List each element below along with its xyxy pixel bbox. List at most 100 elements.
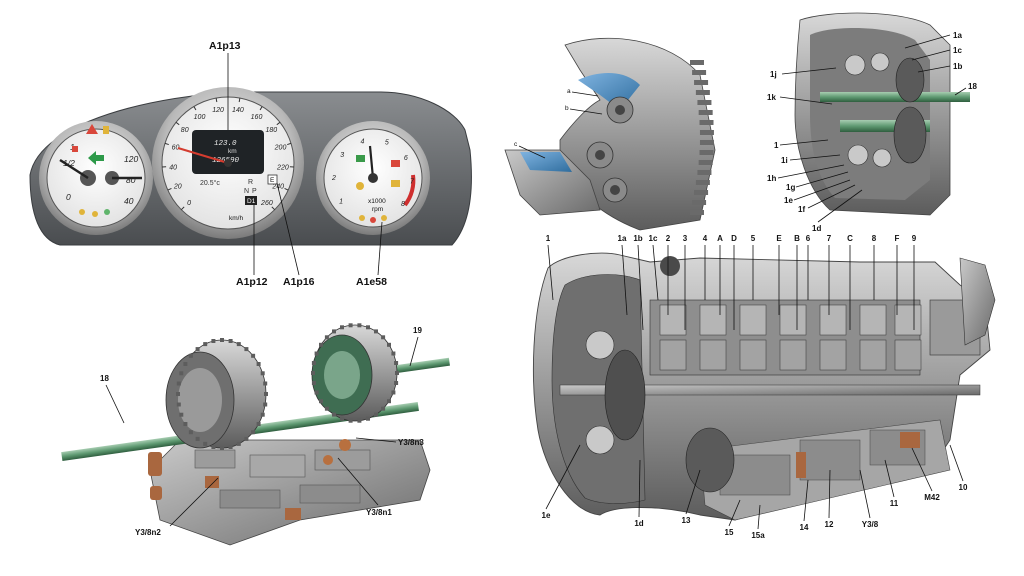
label-a1e58: A1e58 xyxy=(356,276,387,288)
gear-tooth xyxy=(374,329,378,334)
label-1b-top: 1b xyxy=(953,62,962,71)
main-shaft xyxy=(559,384,981,396)
gear-tooth xyxy=(357,323,362,328)
lcd-trip-unit: km xyxy=(228,148,237,155)
speedo-tick-mark xyxy=(193,106,197,111)
gear-tooth xyxy=(381,335,386,340)
planetary-gear-detail: a b c xyxy=(504,37,716,231)
gear-tooth xyxy=(311,361,316,365)
tacho-multiplier: x1000 xyxy=(368,198,386,205)
gear-tooth xyxy=(366,325,370,330)
bottom-callout-leader xyxy=(828,469,831,519)
left-gauge-tick: 0 xyxy=(66,192,71,202)
gear-tooth xyxy=(391,351,396,356)
gear-tooth xyxy=(381,406,386,411)
tacho-unit: rpm xyxy=(372,206,383,213)
ring-tooth xyxy=(698,110,713,115)
bottom-indicator-icons xyxy=(359,215,387,223)
ring-tooth xyxy=(694,190,709,195)
ring-tooth xyxy=(692,70,707,75)
gear-tooth xyxy=(340,325,344,330)
gear-tooth xyxy=(203,441,208,446)
gear-tooth xyxy=(183,422,188,426)
label-a1p13: A1p13 xyxy=(209,40,241,52)
top-callout-label: C xyxy=(847,234,853,243)
gear-p: P xyxy=(252,188,257,195)
left-gauge-tick: 40 xyxy=(124,196,134,206)
speedo-tick-mark xyxy=(175,121,180,126)
speedo-tick-label: 220 xyxy=(276,164,289,171)
gear-tooth xyxy=(179,412,184,417)
top-callout-label: 1a xyxy=(618,234,627,243)
shaft-valve-assembly: 18 19 Y3/8n3 Y3/8n1 Y3/8n2 xyxy=(61,323,450,546)
gear-tooth xyxy=(311,381,316,385)
clutch-drum-left xyxy=(165,338,268,450)
top-callout-leader xyxy=(637,244,644,331)
engine-warning-icon xyxy=(356,155,365,162)
gear-tooth xyxy=(348,418,353,423)
valve-body-lower xyxy=(699,419,951,521)
gear-tooth xyxy=(179,371,184,376)
speedo-tick-label: 80 xyxy=(181,127,189,134)
speedo-tick-label: 200 xyxy=(274,145,287,152)
ring-tooth xyxy=(697,170,712,175)
label-19: 19 xyxy=(413,326,422,335)
speedo-tick-mark xyxy=(215,97,218,103)
gear-tooth xyxy=(324,335,329,340)
label-a1p16: A1p16 xyxy=(283,276,315,288)
label-1g: 1g xyxy=(786,183,795,192)
bottom-callout-label: 1e xyxy=(542,511,551,520)
gear-tooth xyxy=(251,430,256,435)
bottom-callout-leader xyxy=(859,469,871,519)
gear-tooth xyxy=(195,436,200,441)
top-callout-label: 1b xyxy=(633,234,642,243)
speedo-tick-label: 260 xyxy=(260,200,273,207)
planet-gear xyxy=(819,339,847,371)
gear-tooth xyxy=(176,392,180,396)
bottom-callout-label: 1d xyxy=(634,519,643,528)
gear-tooth xyxy=(220,338,224,342)
planet-gears xyxy=(586,96,634,203)
planet-gear xyxy=(894,304,922,336)
bottom-callout-leader xyxy=(911,447,933,492)
top-callout-label: 1c xyxy=(649,234,658,243)
speedo-tick-label: 160 xyxy=(251,114,263,121)
label-y3-8n3: Y3/8n3 xyxy=(398,438,424,447)
tacho-tick-label: 2 xyxy=(331,175,336,182)
planet-gear xyxy=(819,304,847,336)
bottom-callout-label: 15a xyxy=(751,531,765,540)
gear-tooth xyxy=(188,430,193,435)
top-callout-label: 5 xyxy=(751,234,756,243)
clutch-drum-right xyxy=(311,323,399,423)
lcd-display xyxy=(192,130,264,174)
label-1d-top: 1d xyxy=(812,224,821,233)
label-1k: 1k xyxy=(767,93,776,102)
label-y3-8n2: Y3/8n2 xyxy=(135,528,161,537)
turbine-shaft xyxy=(820,92,970,102)
gear-tooth xyxy=(332,329,336,334)
ring-tooth xyxy=(699,150,714,155)
gear-tooth xyxy=(244,436,249,441)
lcd-trip: 123.0 xyxy=(214,140,237,148)
gear-tooth xyxy=(260,412,265,417)
speedo-tick-label: 120 xyxy=(212,107,224,114)
ring-tooth xyxy=(694,80,709,85)
ring-tooth xyxy=(690,60,704,65)
label-b: b xyxy=(565,105,569,112)
gear-tooth xyxy=(228,445,233,449)
speedo-tick-label: 140 xyxy=(232,107,244,114)
gear-n: N xyxy=(244,188,249,195)
top-callout-label: 6 xyxy=(806,234,811,243)
sensor-copper-icon xyxy=(796,432,920,478)
ring-tooth xyxy=(699,130,714,135)
label-18-shaft: 18 xyxy=(100,374,109,383)
label-a: a xyxy=(567,88,571,95)
gear-tooth xyxy=(319,399,323,404)
gear-tooth xyxy=(260,371,265,376)
tacho-tick-label: 6 xyxy=(404,155,408,162)
speedo-tick-mark xyxy=(167,187,172,191)
top-callout-label: B xyxy=(794,234,800,243)
gear-tooth xyxy=(256,362,261,366)
tacho-tick-label: 4 xyxy=(360,139,364,146)
